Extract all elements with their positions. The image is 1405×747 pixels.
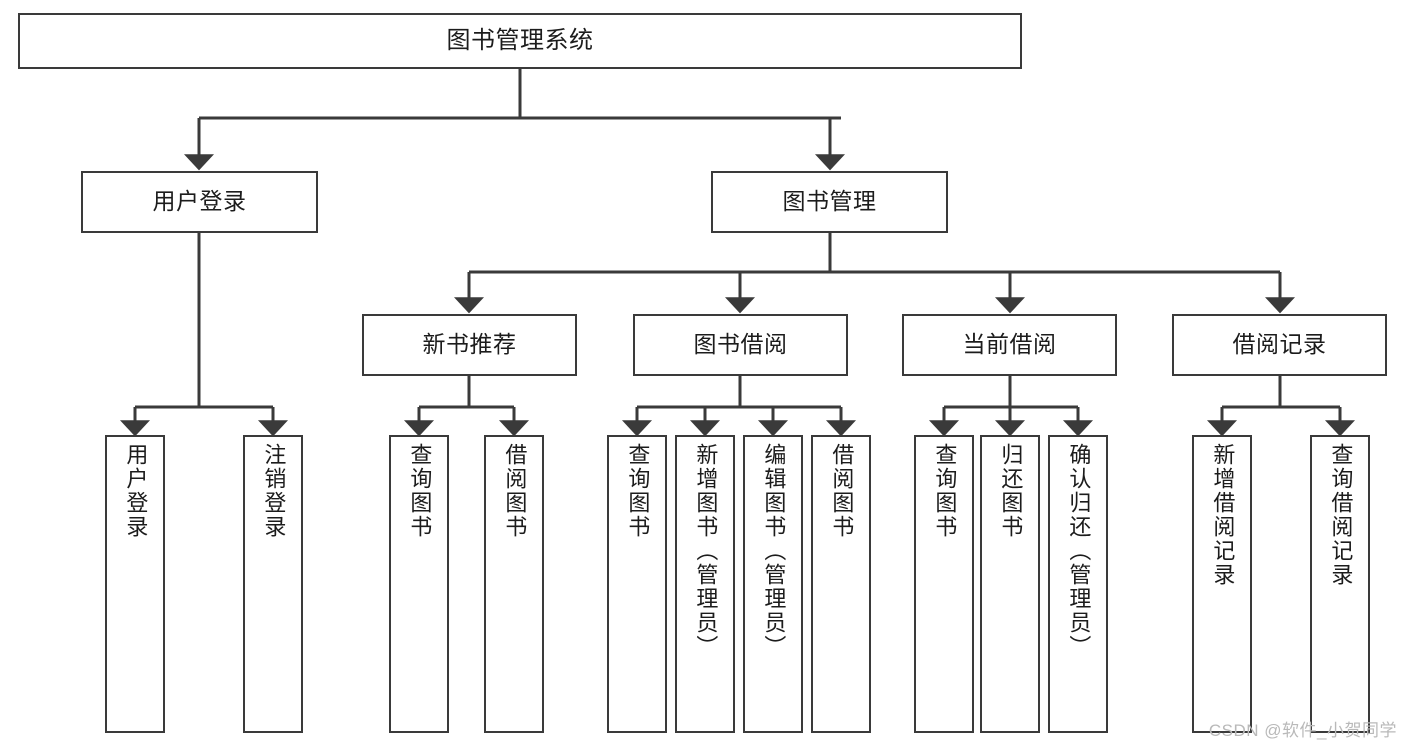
leaf-label: 查询图书 xyxy=(625,443,651,539)
leaf-label: 查询图书 xyxy=(932,443,958,539)
leaf-user-login-1[interactable]: 注销登录 xyxy=(243,435,303,733)
leaf-label: 编辑图书（管理员） xyxy=(761,443,787,659)
leaf-new-book-recommend-0[interactable]: 查询图书 xyxy=(389,435,449,733)
leaf-label: 归还图书 xyxy=(998,443,1024,539)
node-book-management-label: 图书管理 xyxy=(782,188,877,215)
leaf-label: 查询图书 xyxy=(407,443,433,539)
node-borrow-record-label: 借阅记录 xyxy=(1232,331,1327,358)
leaf-current-borrow-2[interactable]: 确认归还（管理员） xyxy=(1048,435,1108,733)
leaf-label: 借阅图书 xyxy=(829,443,855,539)
leaf-label: 用户登录 xyxy=(123,443,149,539)
leaf-borrow-record-0[interactable]: 新增借阅记录 xyxy=(1192,435,1252,733)
leaf-label: 新增图书（管理员） xyxy=(693,443,719,659)
leaf-current-borrow-0[interactable]: 查询图书 xyxy=(914,435,974,733)
node-book-management[interactable]: 图书管理 xyxy=(711,171,948,233)
node-book-borrow-label: 图书借阅 xyxy=(693,331,788,358)
leaf-new-book-recommend-1[interactable]: 借阅图书 xyxy=(484,435,544,733)
leaf-book-borrow-2[interactable]: 编辑图书（管理员） xyxy=(743,435,803,733)
leaf-label: 注销登录 xyxy=(261,443,287,539)
leaf-book-borrow-1[interactable]: 新增图书（管理员） xyxy=(675,435,735,733)
leaf-current-borrow-1[interactable]: 归还图书 xyxy=(980,435,1040,733)
leaf-borrow-record-1[interactable]: 查询借阅记录 xyxy=(1310,435,1370,733)
node-root[interactable]: 图书管理系统 xyxy=(18,13,1022,69)
leaf-label: 借阅图书 xyxy=(502,443,528,539)
node-user-login[interactable]: 用户登录 xyxy=(81,171,318,233)
leaf-book-borrow-3[interactable]: 借阅图书 xyxy=(811,435,871,733)
leaf-label: 查询借阅记录 xyxy=(1328,443,1354,587)
node-borrow-record[interactable]: 借阅记录 xyxy=(1172,314,1387,376)
node-root-label: 图书管理系统 xyxy=(446,26,594,54)
watermark: CSDN @软件_小贺同学 xyxy=(1208,721,1397,740)
leaf-user-login-0[interactable]: 用户登录 xyxy=(105,435,165,733)
leaf-label: 新增借阅记录 xyxy=(1210,443,1236,587)
node-user-login-label: 用户登录 xyxy=(152,188,247,215)
node-new-book-recommend[interactable]: 新书推荐 xyxy=(362,314,577,376)
node-new-book-recommend-label: 新书推荐 xyxy=(422,331,517,358)
node-book-borrow[interactable]: 图书借阅 xyxy=(633,314,848,376)
leaf-label: 确认归还（管理员） xyxy=(1066,443,1092,659)
leaf-book-borrow-0[interactable]: 查询图书 xyxy=(607,435,667,733)
node-current-borrow[interactable]: 当前借阅 xyxy=(902,314,1117,376)
node-current-borrow-label: 当前借阅 xyxy=(962,331,1057,358)
